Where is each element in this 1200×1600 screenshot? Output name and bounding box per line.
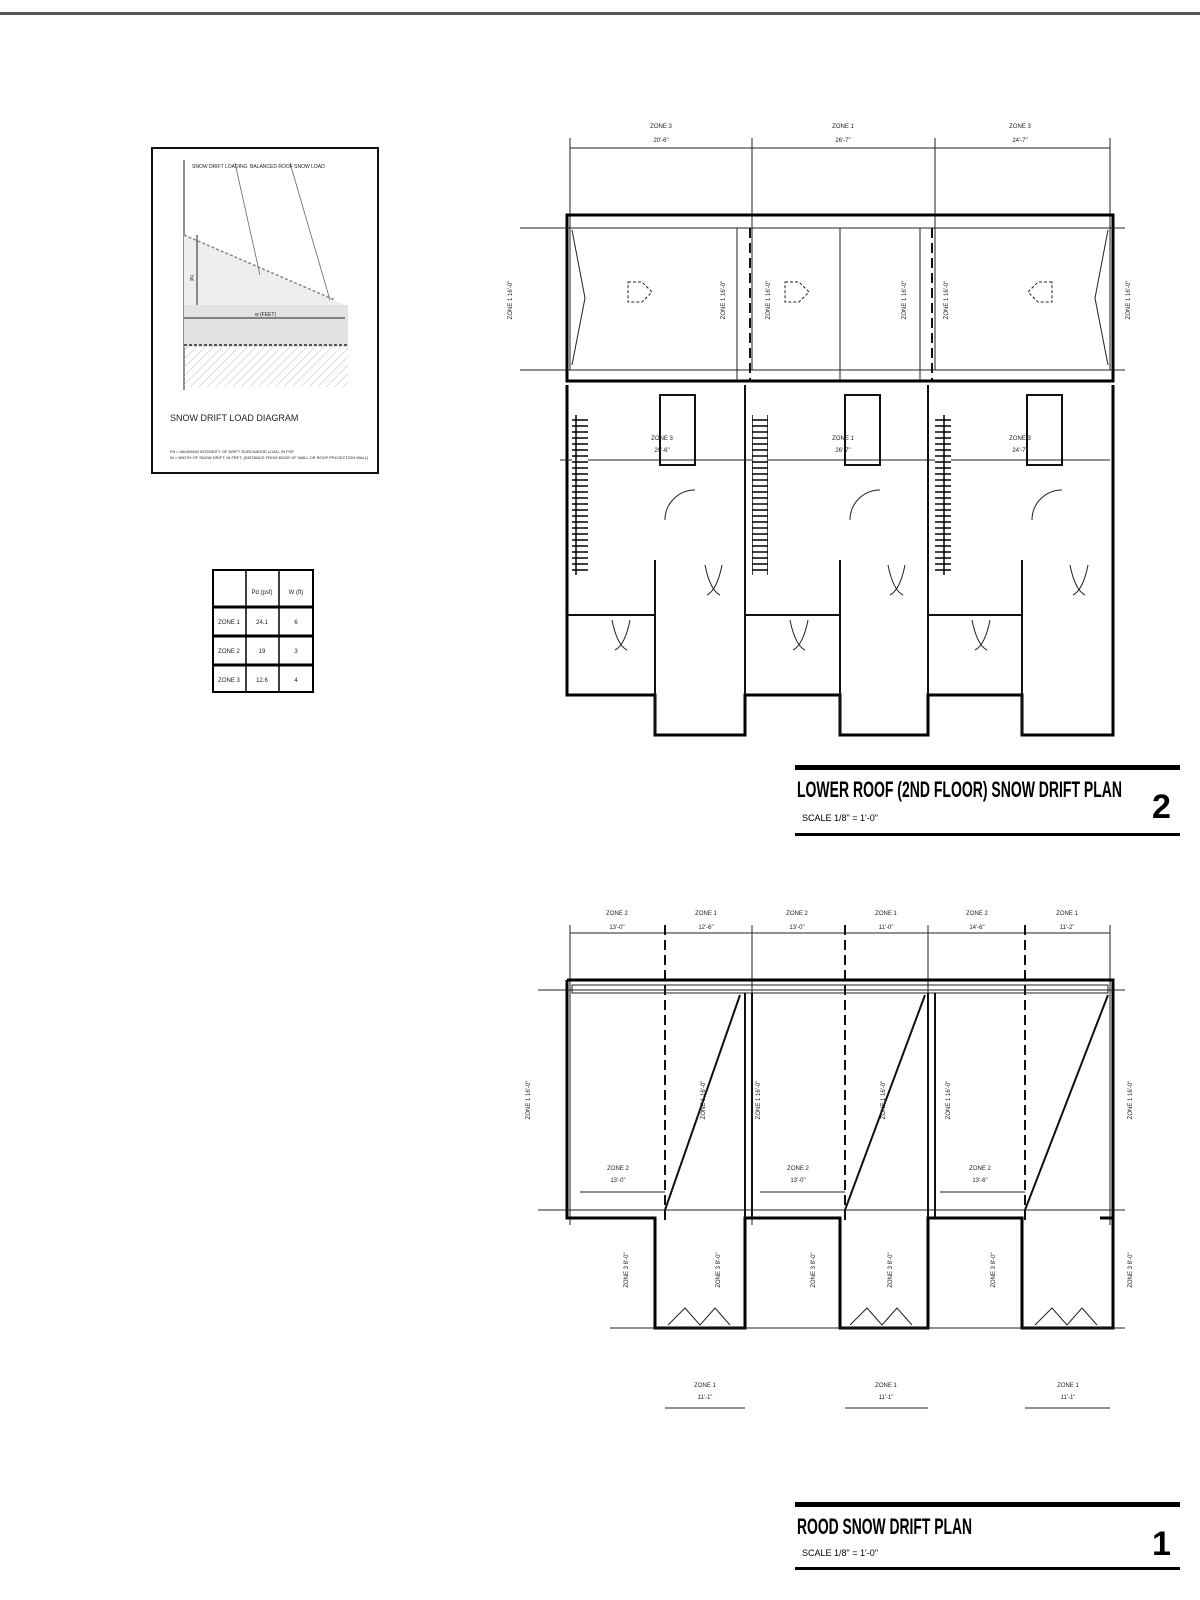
valley-line	[844, 994, 926, 1211]
dim-length: 26'-7"	[835, 448, 850, 454]
table-cell: 12.6	[256, 678, 268, 684]
side-dim: ZONE 1 16'-0"	[766, 281, 772, 320]
dim-length: 11'-1"	[879, 1395, 894, 1401]
side-dim: ZONE 1 16'-0"	[508, 281, 514, 320]
dim-length: 11'-0"	[879, 925, 894, 931]
dim-zone: ZONE 2	[787, 1166, 809, 1172]
dim-length: 20'-6"	[654, 448, 669, 454]
dim-zone: ZONE 2	[607, 1166, 629, 1172]
dim-length: 11'-1"	[1061, 1395, 1076, 1401]
snow-drift-load-diagram: SNOW DRIFT LOADING BALANCED ROOF SNOW LO…	[151, 147, 379, 474]
dim-zone: ZONE 1	[695, 911, 717, 917]
dim-length: 26'-7"	[835, 138, 850, 144]
balanced-snow-area	[184, 305, 348, 347]
zone-table: Pd (psf) W (ft) ZONE 1 24.1 6 ZONE 2 19 …	[212, 569, 314, 693]
dim-length: 11'-2"	[1060, 925, 1075, 931]
valley-line	[1024, 994, 1109, 1211]
plan-scale: SCALE 1/8" = 1'-0"	[802, 813, 878, 823]
dim-zone: ZONE 3	[650, 124, 672, 130]
dim-zone: ZONE 2	[606, 911, 628, 917]
dim-zone: ZONE 3	[651, 436, 673, 442]
side-dim: ZONE 1 16'-0"	[944, 281, 950, 320]
plan2-title-block: LOWER ROOF (2ND FLOOR) SNOW DRIFT PLAN S…	[795, 765, 1180, 836]
callout-balanced-load: BALANCED ROOF SNOW LOAD	[250, 164, 325, 170]
side-dim: ZONE 1 16'-0"	[1126, 281, 1132, 320]
lower-side-dim: ZONE 3 8'-0"	[888, 1252, 894, 1287]
chimney-icon	[627, 281, 653, 303]
table-cell: 19	[259, 649, 266, 655]
dim-length: 14'-6"	[969, 925, 984, 931]
side-dim: ZONE 1 16'-0"	[902, 281, 908, 320]
dim-zone: ZONE 3	[1009, 436, 1031, 442]
plan-title: ROOD SNOW DRIFT PLAN	[797, 1514, 972, 1539]
lower-side-dim: ZONE 3 8'-0"	[811, 1252, 817, 1287]
dim-length: 13'-6"	[972, 1178, 987, 1184]
table-cell: 24.1	[256, 620, 268, 626]
dim-length: 13'-0"	[789, 925, 804, 931]
side-dim: ZONE 1 16'-0"	[526, 1081, 532, 1120]
dim-length: 20'-6"	[653, 138, 668, 144]
table-cell: 3	[294, 649, 298, 655]
unit-floor-plans	[560, 385, 1115, 737]
lower-side-dim: ZONE 3 8'-0"	[716, 1252, 722, 1287]
diagram-title: SNOW DRIFT LOAD DIAGRAM	[170, 413, 298, 423]
table-row: ZONE 3 12.6 4	[218, 678, 298, 684]
dim-zone: ZONE 2	[966, 911, 988, 917]
dim-zone: ZONE 1	[1057, 1383, 1079, 1389]
roof-snow-drift-plan: ZONE 2 13'-0" ZONE 1 12'-6" ZONE 2 13'-0…	[526, 911, 1180, 1570]
dim-length: 13'-0"	[610, 1178, 625, 1184]
dim-length: 11'-1"	[698, 1395, 713, 1401]
dim-zone: ZONE 1	[694, 1383, 716, 1389]
chimney-icon	[1027, 281, 1053, 303]
lower-side-dim: ZONE 3 8'-0"	[1128, 1252, 1134, 1287]
side-dim: ZONE 1 16'-0"	[756, 1081, 762, 1120]
table-cell: ZONE 2	[218, 649, 240, 655]
table-row: ZONE 1 24.1 6	[218, 620, 298, 626]
dim-length: 12'-6"	[698, 925, 713, 931]
dim-length: 24'-7"	[1012, 448, 1027, 454]
plan-scale: SCALE 1/8" = 1'-0"	[802, 1548, 878, 1558]
plan-number: 1	[1152, 1525, 1171, 1563]
plan1-title-block: ROOD SNOW DRIFT PLAN SCALE 1/8" = 1'-0" …	[795, 1502, 1180, 1570]
side-dim: ZONE 1 16'-0"	[701, 1081, 707, 1120]
plan-number: 2	[1152, 788, 1171, 826]
dim-zone: ZONE 1	[875, 911, 897, 917]
dim-zone: ZONE 1	[875, 1383, 897, 1389]
drift-width-label: w (FEET)	[255, 312, 276, 318]
plan-title: LOWER ROOF (2ND FLOOR) SNOW DRIFT PLAN	[797, 777, 1122, 802]
diagram-note: Pd = MAXIMUM INTENSITY OF DRIFT SURCHARG…	[170, 449, 295, 454]
side-dim: ZONE 1 16'-0"	[881, 1081, 887, 1120]
roof-hatch	[184, 347, 348, 387]
table-cell: ZONE 1	[218, 620, 240, 626]
table-cell: 6	[294, 620, 298, 626]
lower-roof-plan: ZONE 3 20'-6" ZONE 1 26'-7" ZONE 3 24'-7…	[508, 124, 1180, 836]
table-row: ZONE 2 19 3	[218, 649, 298, 655]
dim-zone: ZONE 1	[832, 436, 854, 442]
window-top-border	[0, 12, 1200, 15]
table-cell: 4	[294, 678, 298, 684]
table-header: W (ft)	[289, 590, 304, 596]
side-dim: ZONE 1 16'-0"	[946, 1081, 952, 1120]
callout-drift-loading: SNOW DRIFT LOADING	[192, 164, 248, 170]
lower-side-dim: ZONE 3 8'-0"	[991, 1252, 997, 1287]
dim-zone: ZONE 3	[1009, 124, 1031, 130]
lower-side-dim: ZONE 3 8'-0"	[624, 1252, 630, 1287]
table-header: Pd (psf)	[251, 590, 272, 596]
table-cell: ZONE 3	[218, 678, 240, 684]
drift-height-label: hd	[188, 275, 194, 281]
dim-length: 24'-7"	[1012, 138, 1027, 144]
side-dim: ZONE 1 16'-0"	[721, 281, 727, 320]
diagram-note: W = WIDTH OF SNOW DRIFT, IN FEET, (DISTA…	[170, 455, 369, 460]
dim-zone: ZONE 1	[1056, 911, 1078, 917]
dim-length: 13'-0"	[609, 925, 624, 931]
chimney-icon	[784, 281, 810, 303]
side-dim: ZONE 1 16'-0"	[1128, 1081, 1134, 1120]
valley-line	[664, 994, 741, 1211]
dim-zone: ZONE 2	[786, 911, 808, 917]
dim-zone: ZONE 1	[832, 124, 854, 130]
dim-zone: ZONE 2	[969, 1166, 991, 1172]
dim-length: 13'-0"	[790, 1178, 805, 1184]
